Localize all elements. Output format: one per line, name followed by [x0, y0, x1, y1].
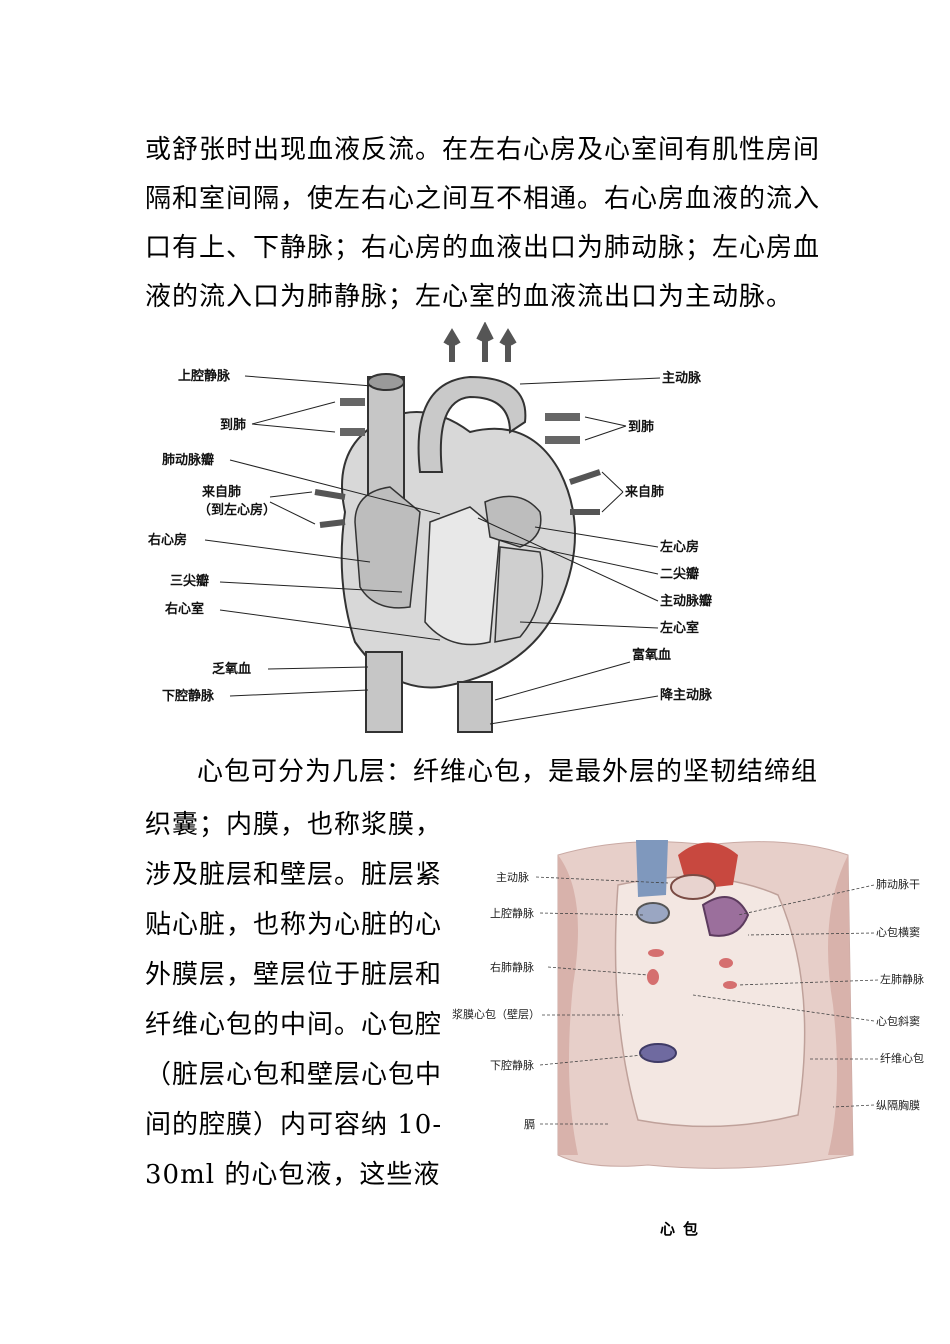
label-tricuspid: 三尖瓣 — [170, 573, 209, 589]
label-inferior-vena-cava: 下腔静脉 — [162, 688, 215, 704]
label-left-ventricle: 左心室 — [660, 620, 699, 636]
text-line: （脏层心包和壁层心包中 — [145, 1060, 443, 1090]
plabel-serous-parietal: 浆膜心包（壁层） — [452, 1007, 540, 1021]
text-line: 心包可分为几层：纤维心包，是最外层的坚韧结缔组 — [197, 757, 819, 787]
text-line: 织囊；内膜，也称浆膜， — [145, 810, 443, 840]
label-from-lungs-left: 来自肺 — [201, 484, 241, 500]
label-oxygenated: 富氧血 — [632, 647, 671, 663]
label-descending-aorta: 降主动脉 — [660, 687, 713, 703]
label-superior-vena-cava: 上腔静脉 — [178, 368, 231, 384]
plabel-ivc: 下腔静脉 — [490, 1058, 534, 1072]
plabel-transverse-sinus: 心包横窦 — [876, 925, 920, 939]
heart-diagram: 上腔静脉 到肺 肺动脉瓣 来自肺 （到左心房） 右心房 三尖瓣 右心室 乏氧血 … — [147, 322, 713, 733]
plabel-right-pulm-vein: 右肺静脉 — [490, 960, 534, 974]
label-right-atrium: 右心房 — [147, 532, 187, 548]
text-line: 纤维心包的中间。心包腔 — [145, 1010, 443, 1040]
text-line: 涉及脏层和壁层。脏层紧 — [145, 860, 443, 890]
label-to-lungs-left: 到肺 — [220, 417, 246, 433]
label-from-lungs-right: 来自肺 — [624, 484, 664, 500]
text-line: 或舒张时出现血液反流。在左右心房及心室间有肌性房间 — [145, 135, 821, 165]
text-line: 间的腔膜）内可容纳 10- — [145, 1110, 443, 1140]
plabel-pulm-trunk: 肺动脉干 — [876, 877, 920, 891]
label-right-ventricle: 右心室 — [164, 601, 204, 617]
plabel-left-pulm-vein: 左肺静脉 — [880, 972, 924, 986]
plabel-mediastinal-pleura: 纵隔胸膜 — [876, 1098, 920, 1112]
label-deoxygenated: 乏氧血 — [212, 661, 251, 677]
label-to-left-atrium: （到左心房） — [198, 502, 276, 518]
label-aortic-valve: 主动脉瓣 — [660, 593, 712, 609]
text-line: 30ml 的心包液，这些液 — [145, 1160, 441, 1190]
plabel-diaphragm: 膈 — [524, 1118, 535, 1131]
plabel-aorta: 主动脉 — [496, 870, 529, 884]
text-line: 液的流入口为肺静脉；左心室的血液流出口为主动脉。 — [145, 282, 794, 312]
paragraph-2-first-line: 心包可分为几层：纤维心包，是最外层的坚韧结缔组 — [145, 748, 819, 797]
paragraph-1: 或舒张时出现血液反流。在左右心房及心室间有肌性房间 隔和室间隔，使左右心之间互不… — [145, 126, 821, 322]
plabel-svc: 上腔静脉 — [490, 906, 534, 920]
label-left-atrium: 左心房 — [660, 539, 699, 555]
plabel-fibrous: 纤维心包 — [880, 1052, 924, 1065]
plabel-oblique-sinus: 心包斜窦 — [876, 1015, 920, 1028]
figure-caption: 心包 — [660, 1220, 707, 1238]
text-line: 贴心脏，也称为心脏的心 — [145, 910, 443, 940]
label-aorta: 主动脉 — [662, 370, 702, 386]
paragraph-2-column: 织囊；内膜，也称浆膜， 涉及脏层和壁层。脏层紧 贴心脏，也称为心脏的心 外膜层，… — [145, 800, 445, 1200]
text-line: 隔和室间隔，使左右心之间互不相通。右心房血液的流入 — [145, 184, 821, 214]
pericardium-illustration: 主动脉 上腔静脉 右肺静脉 浆膜心包（壁层） 下腔静脉 膈 肺动脉干 心包横窦 … — [452, 840, 924, 1169]
text-line: 外膜层，壁层位于脏层和 — [145, 960, 443, 990]
text-line: 口有上、下静脉；右心房的血液出口为肺动脉；左心房血 — [145, 233, 821, 263]
label-pulmonary-valve: 肺动脉瓣 — [162, 452, 214, 468]
label-to-lungs-right: 到肺 — [628, 419, 654, 435]
label-bicuspid: 二尖瓣 — [660, 566, 699, 582]
